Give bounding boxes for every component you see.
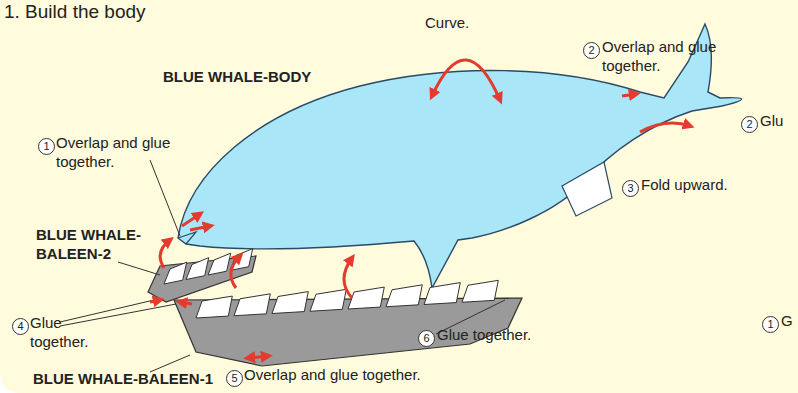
instruction-note: Fold upward. [641,176,728,195]
mouth-line [178,232,196,244]
callout-number: 2 [741,116,758,133]
instruction-note: Glue together. [30,314,102,352]
baleen-plate [164,262,187,284]
part-name: BLUE WHALE-BALEEN-1 [33,370,213,389]
instruction-note: Overlap and glue together. [602,38,752,76]
baleen-plate [234,294,270,316]
glue-tab [562,162,612,216]
callout-number: 5 [226,370,243,387]
callout-number: 1 [762,316,779,333]
instruction-note: Curve. [425,14,469,33]
callout-number: 4 [12,318,29,335]
baleen-plate [462,280,498,302]
instruction-note: Glue together. [437,326,531,345]
instruction-note: Overlap and glue together. [244,366,421,385]
step-title: 1. Build the body [4,0,146,24]
instruction-note: Glu [760,112,783,131]
baleen-1-plates [196,280,498,318]
baleen-plate [348,287,384,309]
callout-number: 2 [583,42,600,59]
part-name: BLUE WHALE-BALEEN-2 [36,226,151,264]
baleen-plate [386,285,422,307]
callout-number: 6 [418,330,435,347]
baleen-plate [310,289,346,311]
baleen-plate [186,258,209,280]
baleen-plate [272,292,308,314]
baleen-plate [424,283,460,305]
part-name: BLUE WHALE-BODY [163,68,311,87]
red-arrows [150,60,690,358]
instruction-note: Overlap and glue together. [56,134,206,172]
baleen-plate [196,296,232,318]
callout-number: 3 [622,180,639,197]
callout-number: 1 [38,138,55,155]
baleen-plate [208,253,231,275]
instruction-note: G [781,312,793,331]
baleen-2-plates [164,249,253,284]
